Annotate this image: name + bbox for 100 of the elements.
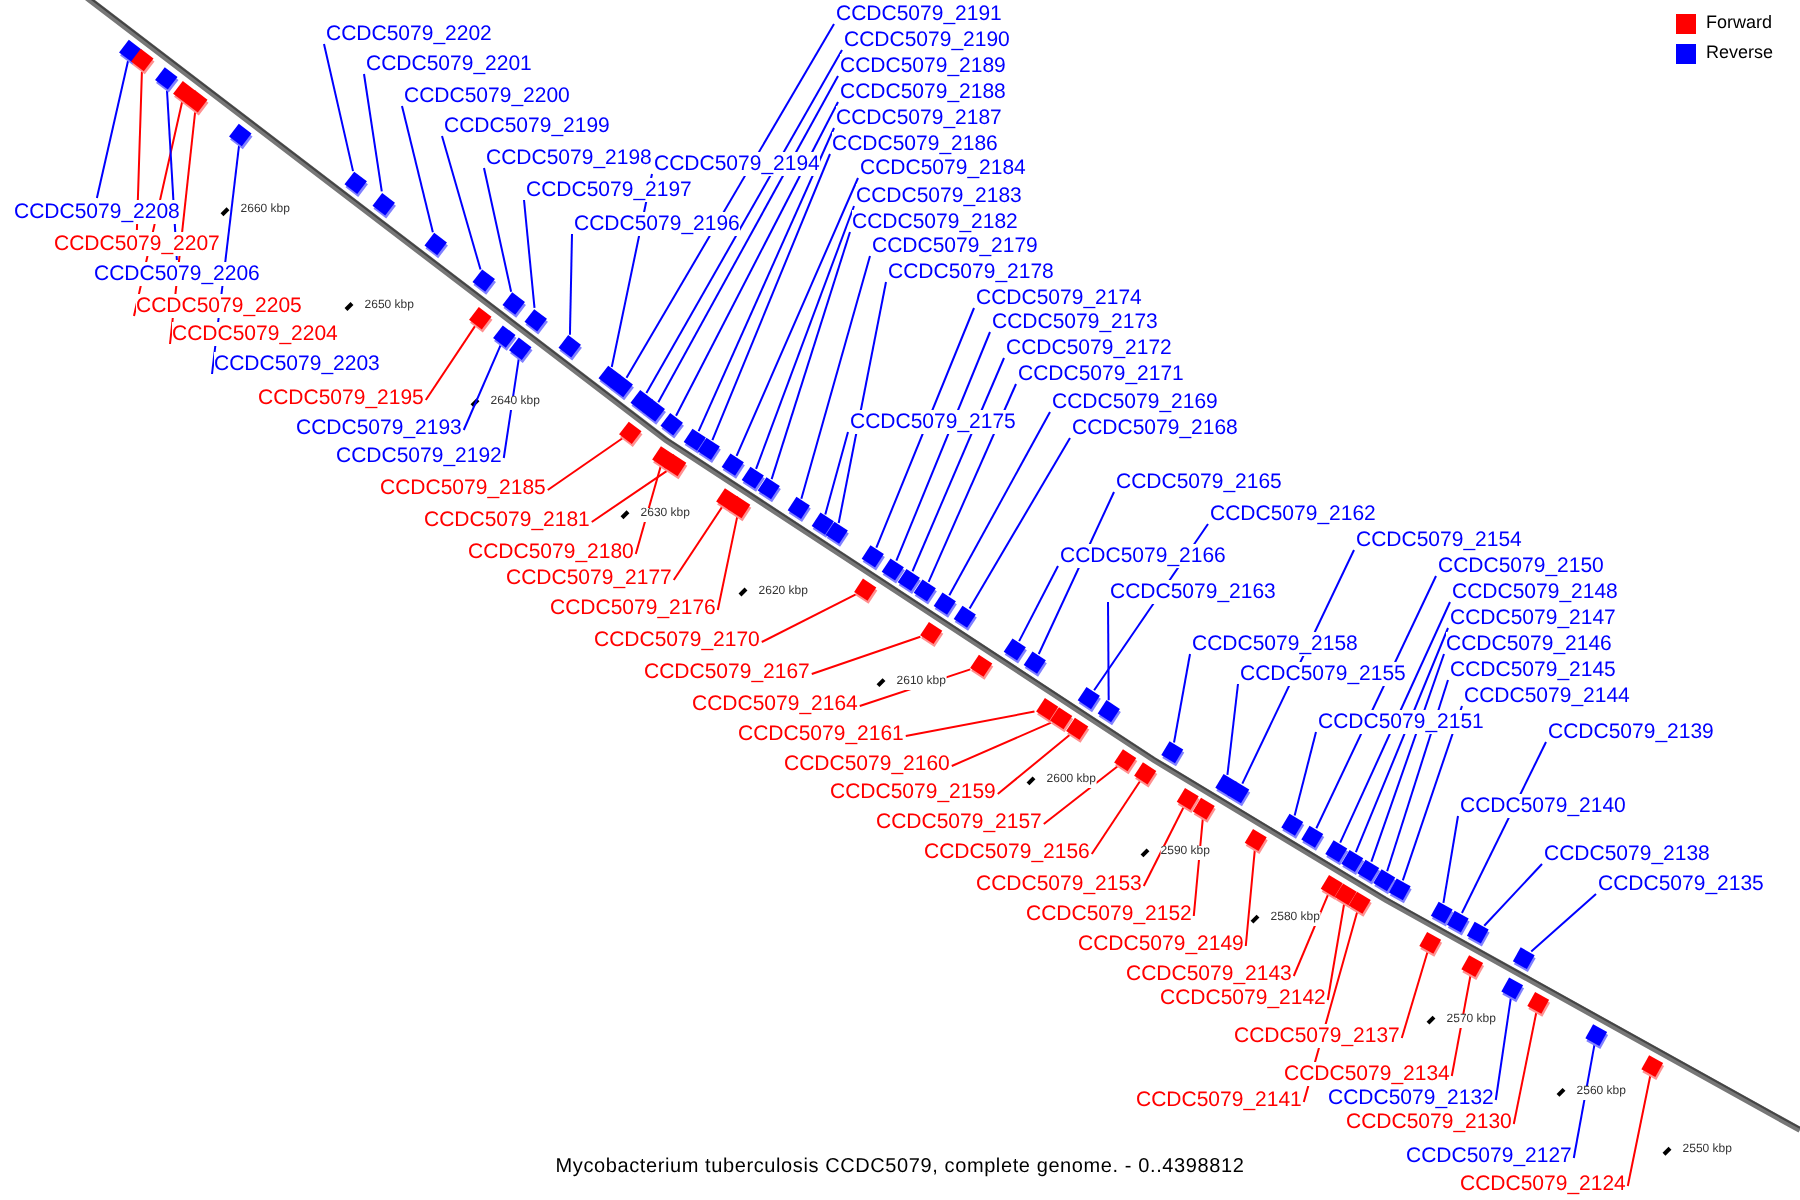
gene-label: CCDC5079_2162 <box>1210 502 1376 526</box>
gene-label: CCDC5079_2178 <box>888 260 1054 284</box>
leader-line <box>1339 601 1451 844</box>
gene-block <box>1501 977 1525 1003</box>
gene-label: CCDC5079_2182 <box>852 210 1018 234</box>
gene-block <box>1227 781 1251 807</box>
leader-line <box>625 23 835 379</box>
gene-label: CCDC5079_2160 <box>784 752 950 776</box>
gene-label: CCDC5079_2177 <box>506 566 672 590</box>
leader-line <box>716 515 739 611</box>
gene-block <box>1192 797 1216 823</box>
gene-block <box>1066 717 1090 743</box>
caption: Mycobacterium tuberculosis CCDC5079, complete genome. - 0..4398812 <box>555 1156 1245 1178</box>
legend-label: Forward <box>1706 12 1773 34</box>
leader-line <box>424 325 476 401</box>
leader-line <box>824 431 849 516</box>
gene-label: CCDC5079_2174 <box>976 286 1142 310</box>
gene-label: CCDC5079_2171 <box>1018 362 1184 386</box>
gene-block <box>493 325 517 351</box>
gene-block <box>920 621 944 648</box>
leader-line <box>1386 679 1449 873</box>
leader-line <box>1142 806 1185 887</box>
gene-block <box>757 477 781 503</box>
leader-line <box>645 49 843 395</box>
gene-label: CCDC5079_2193 <box>296 416 462 440</box>
gene-label: CCDC5079_2185 <box>380 476 546 500</box>
gene-label: CCDC5079_2164 <box>692 692 858 716</box>
leader-line <box>950 721 1053 767</box>
gene-block <box>1244 829 1268 855</box>
gene-label: CCDC5079_2161 <box>738 722 904 746</box>
gene-block <box>424 232 448 259</box>
gene-label: CCDC5079_2158 <box>1192 632 1358 656</box>
leader-line <box>875 307 975 549</box>
gene-label: CCDC5079_2139 <box>1548 720 1714 744</box>
leader-line <box>483 167 513 293</box>
gene-label: CCDC5079_2202 <box>326 22 492 46</box>
leader-line <box>657 75 839 404</box>
leader-line <box>568 233 573 336</box>
gene-label: CCDC5079_2183 <box>856 184 1022 208</box>
gene-block <box>1419 932 1443 957</box>
leader-line <box>1244 849 1256 947</box>
gene-block <box>728 496 752 522</box>
gene-label: CCDC5079_2134 <box>1284 1062 1450 1086</box>
leader-line <box>1494 997 1512 1101</box>
gene-label: CCDC5079_2124 <box>1460 1172 1626 1196</box>
gene-block <box>881 558 905 584</box>
leader-line <box>968 437 1071 610</box>
gene-block <box>229 123 253 150</box>
leader-line <box>1293 731 1317 817</box>
gene-label: CCDC5079_2156 <box>924 840 1090 864</box>
gene-label: CCDC5079_2146 <box>1446 632 1612 656</box>
leader-line <box>401 105 434 234</box>
gene-block <box>913 579 937 605</box>
gene-label: CCDC5079_2187 <box>836 106 1002 130</box>
gene-label: CCDC5079_2205 <box>136 294 302 318</box>
gene-block <box>131 48 155 75</box>
gene-label: CCDC5079_2189 <box>840 54 1006 78</box>
gene-block <box>155 67 179 93</box>
gene-label: CCDC5079_2200 <box>404 84 570 108</box>
leader-line <box>755 205 855 470</box>
gene-label: CCDC5079_2207 <box>54 232 220 256</box>
gene-block <box>469 307 493 333</box>
gene-block <box>472 269 496 295</box>
gene-label: CCDC5079_2163 <box>1110 580 1276 604</box>
gene-label: CCDC5079_2147 <box>1450 606 1616 630</box>
gene-block <box>1466 921 1490 947</box>
leader-line <box>1512 1011 1538 1125</box>
gene-label: CCDC5079_2180 <box>468 540 634 564</box>
leader-line <box>1450 974 1472 1077</box>
gene-block <box>1003 638 1027 664</box>
gene-label: CCDC5079_2148 <box>1452 580 1618 604</box>
gene-block <box>1114 749 1138 775</box>
gene-block <box>1527 992 1551 1017</box>
gene-block <box>933 592 957 618</box>
gene-label: CCDC5079_2151 <box>1318 710 1484 734</box>
gene-block <box>502 292 526 318</box>
gene-block <box>1348 891 1372 917</box>
leader-line <box>697 127 835 433</box>
leader-line <box>1442 815 1459 904</box>
gene-label: CCDC5079_2201 <box>366 52 532 76</box>
leader-line <box>735 177 859 457</box>
gene-label: CCDC5079_2157 <box>876 810 1042 834</box>
gene-label: CCDC5079_2184 <box>860 156 1026 180</box>
leader-line <box>996 733 1071 795</box>
leader-line <box>1107 601 1110 702</box>
gene-block <box>697 437 721 463</box>
gene-label: CCDC5079_2137 <box>1234 1024 1400 1048</box>
leader-line <box>810 635 922 675</box>
leader-line <box>675 101 839 417</box>
gene-block <box>558 335 582 361</box>
gene-label: CCDC5079_2167 <box>644 660 810 684</box>
gene-label: CCDC5079_2155 <box>1240 662 1406 686</box>
gene-block <box>787 496 811 522</box>
gene-label: CCDC5079_2132 <box>1328 1086 1494 1110</box>
gene-label: CCDC5079_2176 <box>550 596 716 620</box>
gene-label: CCDC5079_2192 <box>336 444 502 468</box>
gene-block <box>185 90 209 116</box>
leader-line <box>1192 817 1204 917</box>
leader-line <box>1626 1074 1652 1187</box>
leader-line <box>904 710 1036 737</box>
